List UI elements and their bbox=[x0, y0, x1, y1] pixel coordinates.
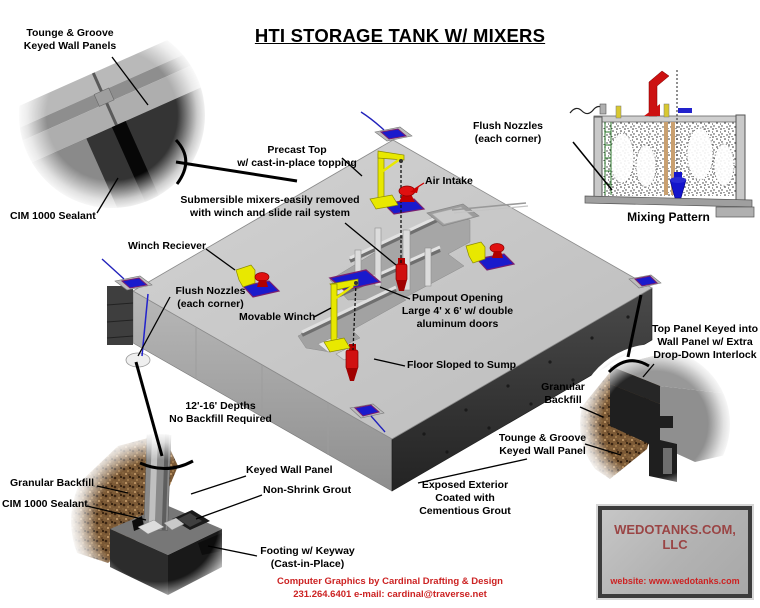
label-top-panel-keyed: Top Panel Keyed into Wall Panel w/ Extra… bbox=[652, 323, 758, 362]
label-keyed-wall-panel: Keyed Wall Panel bbox=[246, 464, 333, 476]
wedotanks-plate: WEDOTANKS.COM, LLC website: www.wedotank… bbox=[596, 504, 754, 600]
label-exposed-exterior: Exposed Exterior Coated with Cementious … bbox=[419, 479, 511, 518]
credits-text: Computer Graphics by Cardinal Drafting &… bbox=[277, 576, 503, 601]
label-precast-top: Precast Top w/ cast-in-place topping bbox=[237, 144, 357, 170]
label-flush-nozzles-top-right: Flush Nozzles (each corner) bbox=[472, 120, 543, 146]
label-air-intake: Air Intake bbox=[425, 175, 473, 187]
west-corner-pillar bbox=[106, 286, 151, 368]
label-mixing-pattern: Mixing Pattern bbox=[627, 210, 710, 224]
label-winch-receiver: Winch Reciever bbox=[128, 240, 207, 252]
label-tongue-groove-panels: Tounge & Groove Keyed Wall Panels bbox=[23, 27, 117, 53]
right-mixer-station bbox=[465, 241, 505, 264]
storage-tank bbox=[101, 111, 662, 492]
mixer-riser-pipe bbox=[644, 70, 670, 117]
inset-top-panel bbox=[575, 344, 735, 504]
label-depths: 12'-16' Depths No Backfill Required bbox=[169, 400, 272, 426]
label-cim-sealant-top: CIM 1000 Sealant bbox=[10, 210, 96, 222]
label-granular-backfill-left: Granular Backfill bbox=[10, 477, 95, 489]
wall-bolts bbox=[422, 315, 630, 454]
corner-nozzle-east bbox=[628, 274, 662, 289]
page-title: HTI STORAGE TANK W/ MIXERS bbox=[254, 25, 546, 46]
corner-nozzle-west bbox=[101, 258, 153, 291]
label-footing-keyway: Footing w/ Keyway (Cast-in-Place) bbox=[260, 545, 355, 571]
corner-nozzle-south bbox=[349, 403, 386, 433]
label-tongue-groove-right: Tounge & Groove Keyed Wall Panel bbox=[498, 432, 587, 458]
pattern-mixer bbox=[669, 172, 687, 199]
closed-hatch-doors bbox=[426, 202, 529, 227]
label-granular-backfill-right: Granular Backfill bbox=[541, 381, 585, 407]
company-name: WEDOTANKS.COM, LLC bbox=[614, 522, 736, 552]
mixing-pattern-diagram bbox=[569, 70, 755, 218]
inset-footing bbox=[66, 429, 250, 608]
inset-wall-joint bbox=[13, 16, 211, 214]
winch-receiver-station bbox=[235, 264, 270, 288]
submersible-mixer-lower bbox=[345, 344, 359, 381]
label-movable-winch: Movable Winch bbox=[239, 311, 316, 323]
corner-nozzle-north bbox=[360, 111, 413, 142]
label-cim-sealant-bottom: CIM 1000 Sealant bbox=[2, 498, 88, 510]
movable-winch bbox=[323, 278, 359, 353]
wedotanks-plate-inner: WEDOTANKS.COM, LLC website: www.wedotank… bbox=[598, 506, 752, 598]
label-floor-sloped: Floor Sloped to Sump bbox=[407, 359, 517, 371]
label-submersible-mixers: Submersible mixers-easily removed with w… bbox=[180, 194, 360, 220]
air-intake-arrow bbox=[410, 182, 425, 193]
leader-lines bbox=[86, 56, 655, 557]
company-website: website: www.wedotanks.com bbox=[610, 576, 740, 586]
label-pumpout-opening: Pumpout Opening Large 4' x 6' w/ double … bbox=[401, 292, 514, 331]
label-flush-nozzles-left: Flush Nozzles (each corner) bbox=[175, 285, 246, 311]
air-intake-marker bbox=[398, 185, 416, 202]
label-non-shrink-grout: Non-Shrink Grout bbox=[263, 484, 352, 496]
cutaway-lower bbox=[297, 285, 407, 381]
upper-winch bbox=[369, 150, 405, 264]
